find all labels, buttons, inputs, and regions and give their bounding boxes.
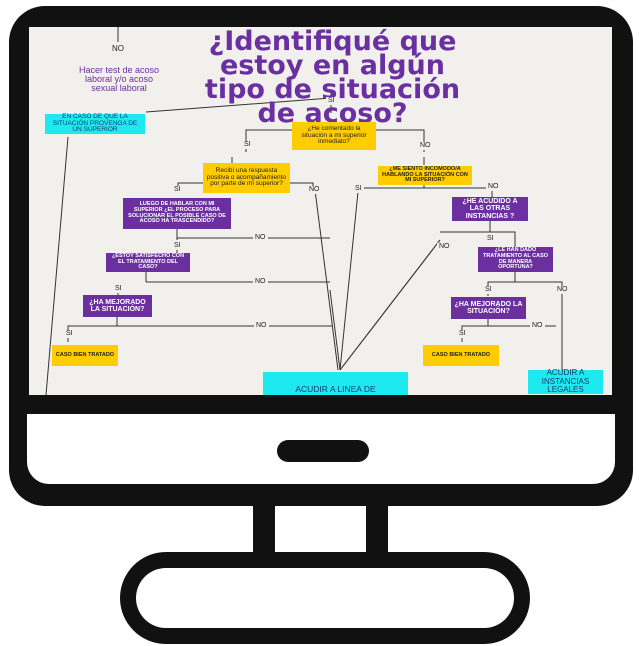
top-no-label: NO — [112, 44, 124, 53]
box-respuesta: Recibí una respuesta positiva o acompaña… — [203, 163, 290, 193]
monitor-stand-left — [253, 504, 275, 564]
label-si: SI — [353, 185, 364, 193]
box-superior: EN CASO DE QUE LA SITUACIÓN PROVENGA DE … — [45, 113, 145, 134]
label-no: NO — [486, 183, 501, 191]
label-no: NO — [555, 286, 570, 294]
box-tratamiento: ¿LE HAN DADO TRATAMIENTO AL CASO DE MANE… — [478, 247, 553, 272]
box-acudido: ¿HE ACUDIDO A LAS OTRAS INSTANCIAS ? — [452, 197, 528, 221]
connector-to-linea — [314, 189, 339, 371]
connector-superior — [145, 97, 332, 113]
label-no: NO — [530, 322, 545, 330]
label-no: NO — [437, 243, 452, 251]
box-legales: ACUDIR A INSTANCIAS LEGALES — [528, 369, 603, 394]
box-mejorado-right: ¿HA MEJORADO LA SITUACIÓN? — [451, 297, 526, 319]
label-no: NO — [418, 142, 433, 150]
flowchart-title: ¿Identifiqué que estoy en algún tipo de … — [204, 26, 461, 129]
monitor-stand-right — [366, 504, 388, 564]
connector-superior-down — [45, 136, 69, 396]
box-caso-left: CASO BIEN TRATADO — [52, 345, 118, 366]
label-no: NO — [307, 186, 322, 194]
monitor-power-button — [277, 440, 369, 462]
label-si: SI — [242, 141, 253, 149]
connector-incomodo-si — [339, 191, 359, 371]
box-linea: ACUDIR A LINEA DE — [263, 372, 408, 395]
label-si: SI — [485, 235, 496, 243]
label-si: SI — [172, 186, 183, 194]
test-text: Hacer test de acoso laboral y/o acoso se… — [78, 65, 160, 93]
label-si: SI — [64, 330, 75, 338]
connector-comentado-si — [245, 129, 292, 152]
monitor-base-inner — [136, 568, 514, 628]
label-si: SI — [457, 330, 468, 338]
label-si: SI — [113, 285, 124, 293]
box-caso-right: CASO BIEN TRATADO — [423, 345, 499, 366]
box-luego: LUEGO DE HABLAR CON MI SUPERIOR ¿EL PROC… — [123, 198, 231, 229]
label-si: SI — [326, 97, 337, 105]
label-no: NO — [253, 278, 268, 286]
label-si: SI — [483, 286, 494, 294]
box-incomodo: ¿ME SIENTO INCOMODO/A HABLANDO LA SITUAC… — [378, 166, 472, 185]
connector-comentado-no — [376, 129, 425, 152]
label-no: NO — [253, 234, 268, 242]
box-mejorado-left: ¿HA MEJORADO LA SITUACIÓN? — [83, 295, 152, 317]
box-comentado: ¿He comentado la situación a mi superior… — [292, 122, 376, 150]
label-si: SI — [172, 242, 183, 250]
label-no: NO — [254, 322, 269, 330]
box-satisfecho: ¿ESTOY SATISFECHO CON EL TRATAMIENTO DEL… — [106, 253, 190, 272]
